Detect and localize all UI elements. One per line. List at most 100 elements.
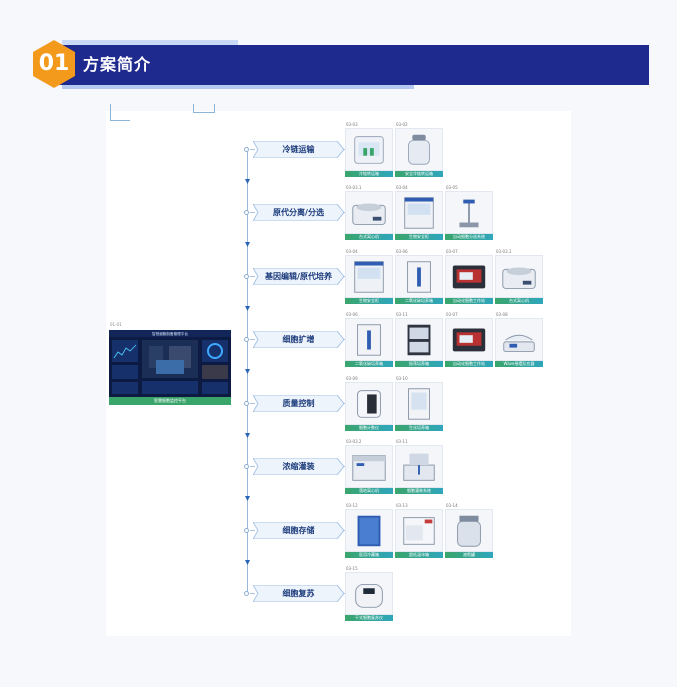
refrigerator-icon: [346, 510, 392, 551]
stage-category-tag[interactable]: 细胞扩增: [253, 331, 344, 348]
frame-corner-mark: [110, 104, 130, 121]
product-image: [495, 318, 543, 361]
product-label: 台式离心机: [495, 298, 543, 304]
incubator-icon: [396, 256, 442, 297]
dashboard-screen-icon: 智慧细胞制备管理平台: [109, 330, 231, 397]
product-code: 03-07: [446, 249, 458, 254]
frame-corner-mark: [193, 104, 215, 113]
centrifuge-icon: [346, 192, 392, 233]
product-image: [345, 445, 393, 488]
ultra-freezer-icon: [396, 510, 442, 551]
root-platform-node[interactable]: 01-01 智慧细胞制备管理平台 智慧细胞监控平台: [108, 322, 232, 406]
product-code: 03-03: [346, 122, 358, 127]
product-code: 03-11: [396, 312, 408, 317]
product-label: 干式细胞复苏仪: [345, 615, 393, 621]
product-card[interactable]: 03-14 液氮罐: [445, 503, 493, 559]
stage-category-tag[interactable]: 冷链运输: [253, 141, 344, 158]
centrifuge-icon: [496, 256, 542, 297]
cell-sorter-icon: [446, 192, 492, 233]
product-label: 超低温冰箱: [395, 552, 443, 558]
shaker-incubator-icon: [396, 319, 442, 360]
product-label: 液氮罐: [445, 552, 493, 558]
product-label: 细胞计数仪: [345, 425, 393, 431]
product-card[interactable]: 03-11 细胞灌装系统: [395, 439, 443, 495]
product-image: [395, 128, 443, 171]
product-label: 自动细胞分选系统: [445, 234, 493, 240]
product-image: [345, 128, 393, 171]
stage-category-label: 原代分离/分选: [253, 204, 344, 221]
product-code: 03-04: [396, 185, 408, 190]
product-image: [445, 509, 493, 552]
product-label: 医用冷藏箱: [345, 552, 393, 558]
stage-category-label: 细胞存储: [253, 522, 344, 539]
product-label: 冷链转运箱: [345, 171, 393, 177]
section-title: 方案简介: [83, 45, 151, 85]
filling-system-icon: [396, 446, 442, 487]
product-code: 03-04: [346, 249, 358, 254]
product-image: [345, 191, 393, 234]
biosafety-cabinet-icon: [396, 192, 442, 233]
stage-category-tag[interactable]: 细胞复苏: [253, 585, 344, 602]
product-code: 03-14: [446, 503, 458, 508]
stage-connector-dot: [244, 147, 249, 152]
dashboard-screenshot: 智慧细胞制备管理平台: [109, 330, 231, 397]
stage-category-tag[interactable]: 浓缩灌装: [253, 458, 344, 475]
product-image: [345, 509, 393, 552]
biosafety-cabinet-icon: [346, 256, 392, 297]
stage-category-tag[interactable]: 基因编辑/原代培养: [253, 268, 344, 285]
stage-connector-dot: [244, 528, 249, 533]
section-number: 01: [28, 38, 80, 90]
product-code: 03-13: [396, 503, 408, 508]
product-card[interactable]: 03-04 生物安全柜: [345, 249, 393, 305]
product-code: 03-03.1: [346, 185, 361, 190]
flow-arrow-icon: [245, 433, 250, 438]
product-code: 03-02: [396, 122, 408, 127]
stage-category-tag[interactable]: 细胞存储: [253, 522, 344, 539]
product-label: 生物安全柜: [345, 298, 393, 304]
root-code: 01-01: [110, 322, 122, 327]
floor-centrifuge-icon: [346, 446, 392, 487]
product-label: 生化培养箱: [395, 425, 443, 431]
flow-arrow-icon: [245, 369, 250, 374]
flow-arrow-icon: [245, 242, 250, 247]
stage-connector-dot: [244, 210, 249, 215]
product-code: 03-03.2: [346, 439, 361, 444]
product-code: 03-07: [446, 312, 458, 317]
root-label: 智慧细胞监控平台: [109, 397, 231, 405]
product-code: 03-11: [396, 439, 408, 444]
product-image: [345, 382, 393, 425]
product-label: 振荡培养箱: [395, 361, 443, 367]
stage-connector-dot: [244, 591, 249, 596]
product-card[interactable]: 03-03 冷链转运箱: [345, 122, 393, 178]
stage-category-label: 基因编辑/原代培养: [253, 268, 344, 285]
stage-connector-dot: [244, 464, 249, 469]
workstation-icon: [446, 319, 492, 360]
product-image: [495, 255, 543, 298]
transport-box-icon: [346, 129, 392, 170]
flow-arrow-icon: [245, 560, 250, 565]
product-label: 细胞灌装系统: [395, 488, 443, 494]
stage-category-tag[interactable]: 质量控制: [253, 395, 344, 412]
product-card[interactable]: 03-13 超低温冰箱: [395, 503, 443, 559]
flow-arrow-icon: [245, 496, 250, 501]
stage-category-tag[interactable]: 原代分离/分选: [253, 204, 344, 221]
dewar-icon: [396, 129, 442, 170]
stage-connector-dot: [244, 337, 249, 342]
product-label: 二氧化碳培养箱: [345, 361, 393, 367]
product-card[interactable]: 03-11 振荡培养箱: [395, 312, 443, 368]
